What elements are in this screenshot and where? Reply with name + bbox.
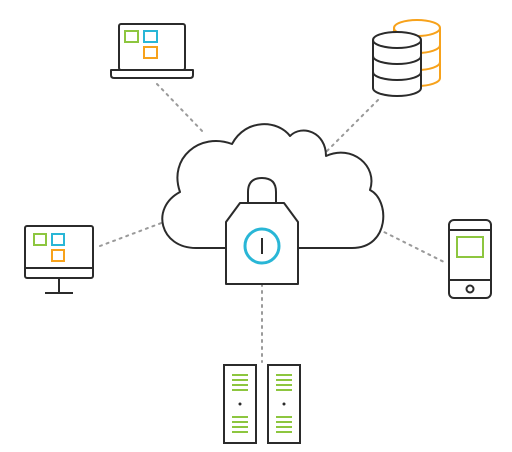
database-icon [372, 31, 422, 97]
monitor-node [24, 225, 94, 294]
smartphone-icon [448, 219, 492, 299]
smartphone-app-green [456, 236, 484, 258]
smartphone-node [448, 219, 492, 299]
connectors [99, 83, 445, 363]
monitor-window-orange [51, 249, 65, 262]
connector-laptop [156, 83, 206, 135]
monitor-window-green [33, 233, 47, 246]
cloud-icon [161, 123, 385, 249]
server-lights [232, 374, 292, 433]
server-indicator-dot [238, 402, 242, 406]
connector-monitor [99, 221, 165, 247]
padlock-shackle [247, 176, 277, 203]
monitor-window-blue [51, 233, 65, 246]
database-node [372, 19, 441, 97]
server-indicator-dot-2 [282, 402, 286, 406]
connector-smartphone [371, 225, 445, 263]
connector-database [323, 99, 379, 155]
smartphone-home-button [465, 284, 475, 294]
laptop-window-orange [143, 46, 158, 59]
laptop-window-green [124, 30, 139, 43]
laptop-window-blue [143, 30, 158, 43]
laptop-node [110, 23, 194, 79]
laptop-base [110, 69, 194, 79]
servers-node [223, 364, 301, 444]
cloud-node [161, 123, 385, 285]
